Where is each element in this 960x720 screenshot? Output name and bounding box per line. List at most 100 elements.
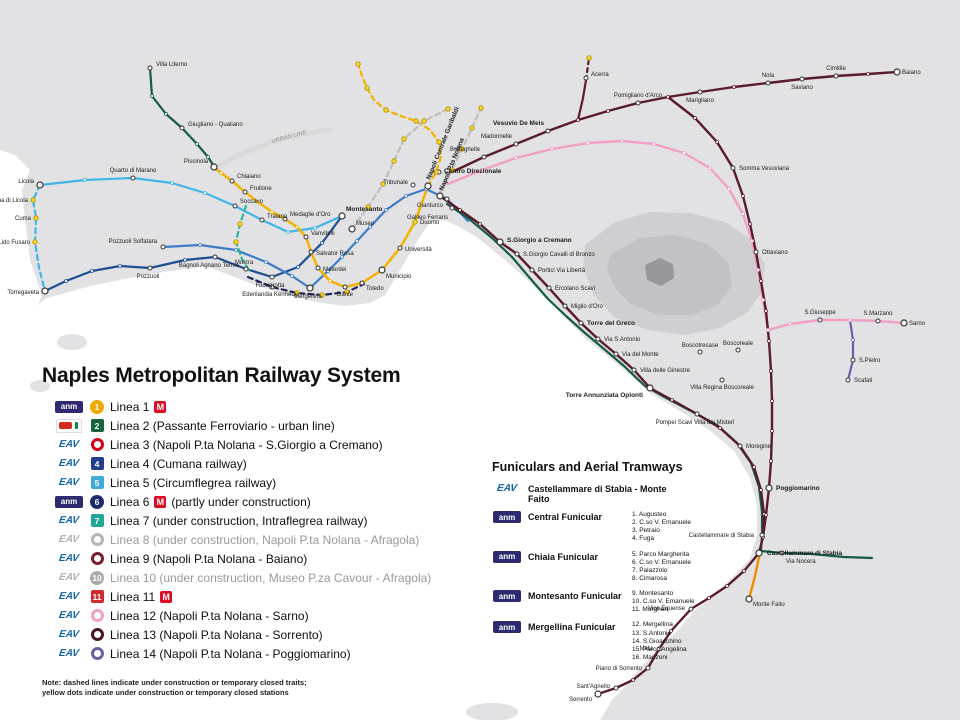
station-marigliano <box>697 89 703 95</box>
station-pozzuoli <box>147 265 153 271</box>
linea-8-badge-box <box>89 533 105 546</box>
minor-station-dot <box>666 95 670 99</box>
operator-logo-box: anm <box>492 621 522 634</box>
station-municipio <box>378 266 386 274</box>
station-pomigliano-d-arco <box>635 100 641 106</box>
eav-logo: EAV <box>58 477 80 488</box>
operator-logo-box: EAV <box>54 515 84 526</box>
station-label-municipio: Municipio <box>386 274 412 280</box>
station-label-marigliano: Marigliano <box>686 98 714 104</box>
minor-station-dot <box>707 596 711 600</box>
uc-station-unnamed <box>355 61 361 67</box>
uc-station-unnamed <box>383 107 389 113</box>
minor-station-dot <box>761 298 765 302</box>
station-boscotrecase <box>697 349 703 355</box>
station-label-centro-direzionale: Centro Direzionale <box>444 168 502 175</box>
linea-11-badge-box: 11 <box>89 590 105 603</box>
anm-logo: anm <box>55 495 83 508</box>
linea-10-badge: 10 <box>90 570 104 585</box>
station-label-villa-regina-boscoreale: Villa Regina Boscoreale <box>690 385 754 391</box>
station-label-montesanto: Montesanto <box>346 206 383 213</box>
minor-station-dot <box>732 85 736 89</box>
station-montesanto <box>338 212 346 220</box>
station-medaglie-d-oro <box>282 216 288 222</box>
minor-station-dot <box>770 429 774 433</box>
minor-station-dot <box>670 398 674 402</box>
station-torregaveta <box>41 287 49 295</box>
station-museo <box>348 225 356 233</box>
station-label-s-giuseppe: S.Giuseppe <box>804 310 836 316</box>
linea-1-badge: 1 <box>90 399 104 414</box>
station-label-torre-del-greco: Torre del Greco <box>587 320 635 327</box>
uc-station-unnamed <box>421 118 427 124</box>
station-ercolano-scavi <box>546 285 552 291</box>
eav-logo: EAV <box>58 572 80 583</box>
uc-station-unnamed <box>459 146 465 152</box>
minor-station-dot <box>769 459 773 463</box>
station-dante <box>342 284 348 290</box>
station-frullone <box>242 189 248 195</box>
minor-station-dot <box>708 166 712 170</box>
linea-11-badge: 11 <box>90 590 104 603</box>
linea-14-badge-box <box>89 647 105 660</box>
uc-station-unnamed <box>436 139 442 145</box>
funicular-name: Central Funicular <box>528 512 603 522</box>
linea-3-badge <box>90 438 104 451</box>
station-scafati <box>845 377 851 383</box>
metro-logo: M <box>160 590 173 603</box>
minor-station-dot <box>150 94 154 98</box>
station-label-fuorigrotta: Fuorigrotta <box>255 283 285 289</box>
station-label-materdei: Materdei <box>323 267 346 273</box>
linea-12-badge <box>90 609 104 622</box>
linea-13-badge <box>90 628 104 641</box>
station-chiaiano <box>229 178 235 184</box>
minor-station-dot <box>748 222 752 226</box>
operator-logo-box: EAV <box>54 534 84 545</box>
station-label-castellammare-di-stabia: Castellammare di Stabia <box>689 533 755 539</box>
linea-9-badge <box>90 552 104 565</box>
anm-logo: anm <box>493 550 521 563</box>
linea-12-badge-box <box>89 609 105 622</box>
station-label-boscoreale: Boscoreale <box>723 341 754 347</box>
left-coast-sea <box>0 150 42 350</box>
minor-station-dot <box>851 338 855 342</box>
uc-station-unnamed <box>344 289 350 295</box>
uc-station-unnamed <box>364 85 370 91</box>
station-vesuvio-de-meis <box>545 128 551 134</box>
station-label-pozzuoli-solfatara: Pozzuoli Solfatara <box>109 239 158 245</box>
linea-5-badge-box: 5 <box>89 476 105 489</box>
station-label-s-pietro: S.Pietro <box>859 358 881 364</box>
station-label-cuma: Cuma <box>15 216 32 222</box>
funiculars-title: Funiculars and Aerial Tramways <box>492 460 683 474</box>
eav-logo: EAV <box>58 439 80 450</box>
station-label-monte-faito: Monte Faito <box>753 602 785 608</box>
minor-station-dot <box>296 265 300 269</box>
uc-station-unnamed <box>413 118 419 124</box>
station-label-duomo: Duomo <box>420 220 440 226</box>
station-torre-annunziata-oplonti <box>646 384 654 392</box>
uc-station-marina-di-licola <box>30 197 36 203</box>
funicular-stations: 12. Mergellina 13. S.Antonio 14. S.Gioac… <box>632 621 687 661</box>
legend-label: Linea 1 <box>110 399 150 414</box>
station-label-moregine: Moregine <box>746 444 772 450</box>
minor-station-dot <box>682 151 686 155</box>
minor-station-dot <box>295 225 299 229</box>
minor-station-dot <box>264 260 268 264</box>
station-via-del-monte <box>613 351 619 357</box>
trenitalia-logo <box>56 418 82 433</box>
minor-station-dot <box>756 268 760 272</box>
station-galileo-ferraris <box>449 205 455 211</box>
station-salvator-rosa <box>308 249 314 255</box>
station-label-saviano: Saviano <box>791 85 813 91</box>
operator-logo-box: anm <box>492 511 522 523</box>
operator-logo-box: EAV <box>54 572 84 583</box>
station-label-giugliano-qualiano: Giugliano - Qualiano <box>188 122 243 128</box>
station-label-pomigliano-d-arco: Pomigliano d'Arco <box>614 93 663 99</box>
station-label-sarno: Sarno <box>909 321 926 327</box>
minor-station-dot <box>586 141 590 145</box>
